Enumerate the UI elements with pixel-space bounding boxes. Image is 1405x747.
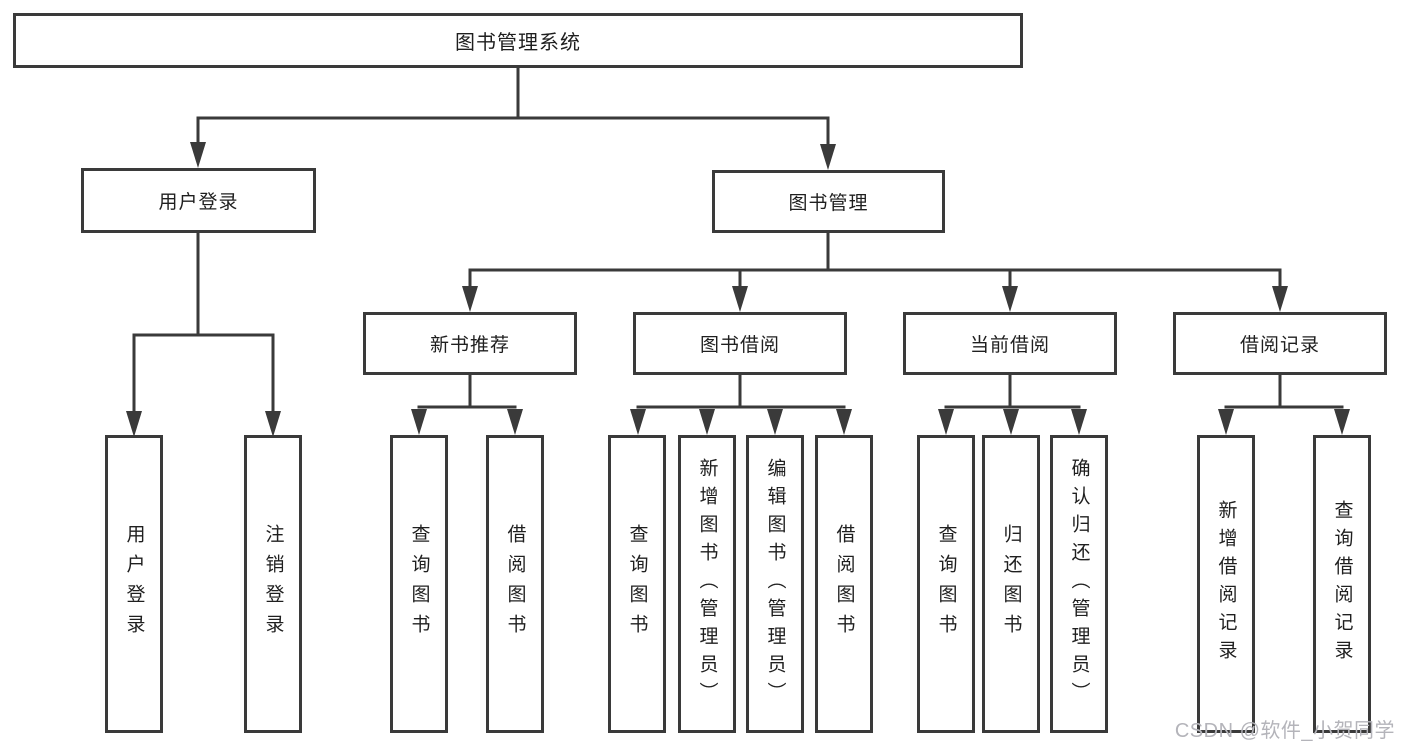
leaf-add-borrow-record: 新增借阅记录 bbox=[1197, 435, 1255, 733]
node-borrow-records: 借阅记录 bbox=[1173, 312, 1387, 375]
arrowhead-group bbox=[126, 142, 1350, 437]
leaf-query-borrow-record: 查询借阅记录 bbox=[1313, 435, 1371, 733]
arrow-icon bbox=[462, 286, 478, 312]
leaf-borrow-books-recommend: 借阅图书 bbox=[486, 435, 544, 733]
arrow-icon bbox=[265, 411, 281, 437]
leaf-query-books-borrow: 查询图书 bbox=[608, 435, 666, 733]
leaf-borrow-books: 借阅图书 bbox=[815, 435, 873, 733]
arrow-icon bbox=[1272, 286, 1288, 312]
arrow-icon bbox=[767, 409, 783, 435]
arrow-icon bbox=[1071, 409, 1087, 435]
node-book-management-branch: 图书管理 bbox=[712, 170, 945, 233]
arrow-icon bbox=[836, 409, 852, 435]
leaf-edit-books-admin: 编辑图书（管理员） bbox=[746, 435, 804, 733]
node-book-borrow: 图书借阅 bbox=[633, 312, 847, 375]
leaf-query-books-current: 查询图书 bbox=[917, 435, 975, 733]
arrow-icon bbox=[938, 409, 954, 435]
arrow-icon bbox=[699, 409, 715, 435]
node-user-login-branch: 用户登录 bbox=[81, 168, 316, 233]
arrow-icon bbox=[820, 144, 836, 170]
arrow-icon bbox=[1003, 409, 1019, 435]
arrow-icon bbox=[732, 286, 748, 312]
arrow-icon bbox=[190, 142, 206, 168]
arrow-icon bbox=[1334, 409, 1350, 435]
arrow-icon bbox=[630, 409, 646, 435]
leaf-user-login: 用户登录 bbox=[105, 435, 163, 733]
leaf-return-books: 归还图书 bbox=[982, 435, 1040, 733]
arrow-icon bbox=[126, 411, 142, 437]
arrow-icon bbox=[411, 409, 427, 435]
node-new-book-recommend: 新书推荐 bbox=[363, 312, 577, 375]
arrow-icon bbox=[507, 409, 523, 435]
leaf-query-books-recommend: 查询图书 bbox=[390, 435, 448, 733]
leaf-add-books-admin: 新增图书（管理员） bbox=[678, 435, 736, 733]
node-current-borrow: 当前借阅 bbox=[903, 312, 1117, 375]
leaf-logout: 注销登录 bbox=[244, 435, 302, 733]
arrow-icon bbox=[1002, 286, 1018, 312]
leaf-confirm-return-admin: 确认归还（管理员） bbox=[1050, 435, 1108, 733]
csdn-watermark: CSDN @软件_小贺同学 bbox=[1174, 720, 1395, 742]
node-library-management-system: 图书管理系统 bbox=[13, 13, 1023, 68]
arrow-icon bbox=[1218, 409, 1234, 435]
